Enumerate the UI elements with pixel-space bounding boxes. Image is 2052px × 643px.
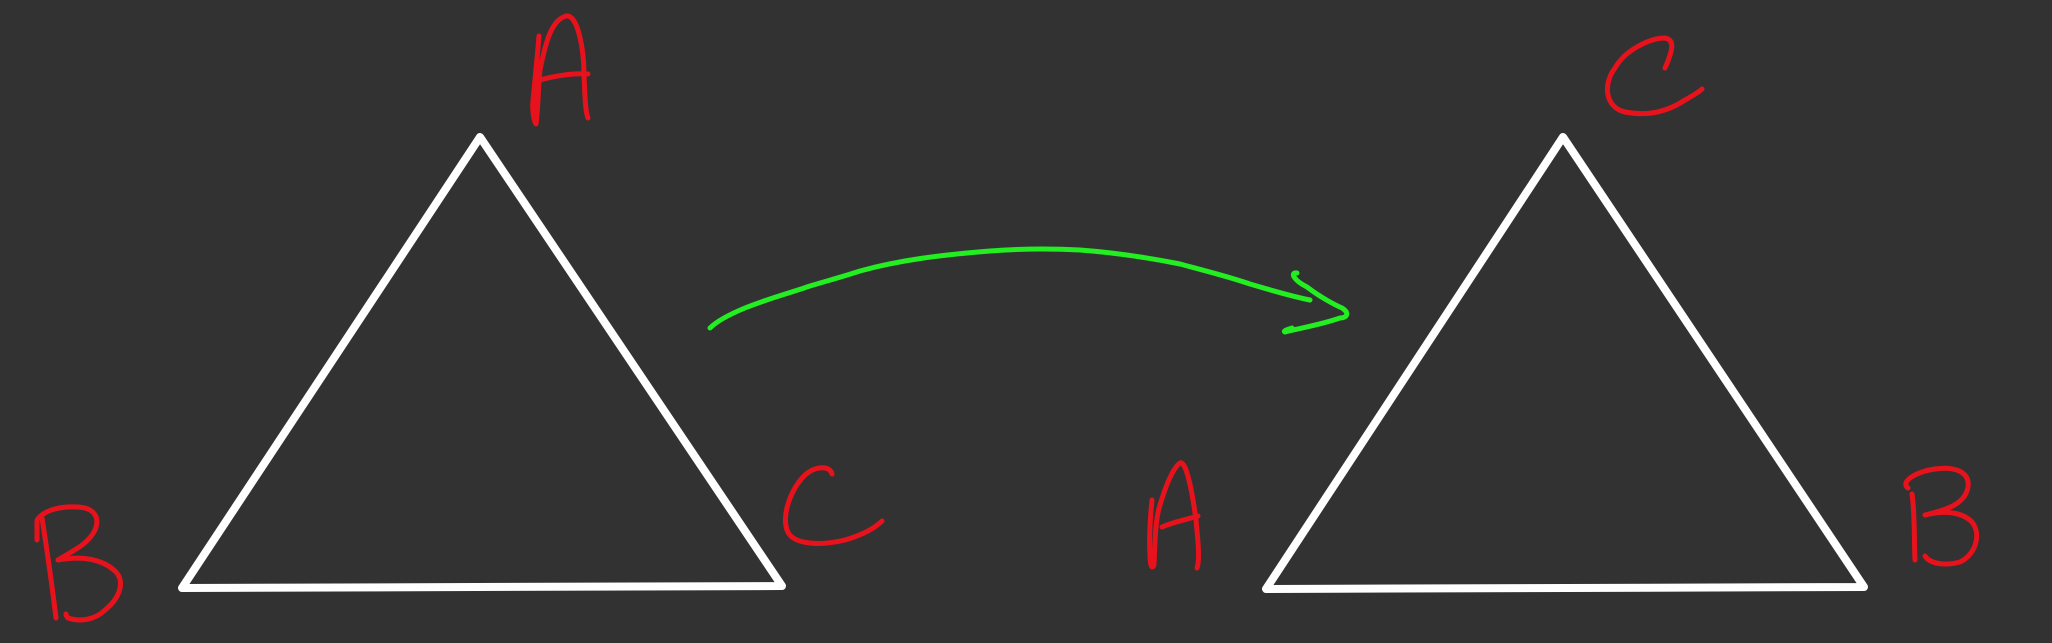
right-label-bottom-right-vertex: B [1903, 465, 1980, 567]
left-triangle: A B C [34, 13, 885, 623]
left-label-b-text: B [60, 544, 87, 590]
right-label-top-vertex: C [1605, 35, 1705, 117]
left-label-a-text: A [548, 54, 576, 100]
right-label-b-text: B [1925, 484, 1952, 530]
right-label-a-text: A [1162, 499, 1190, 545]
arrow-shaft [707, 246, 1313, 331]
left-label-top-vertex: A [530, 13, 591, 127]
left-label-bottom-right-vertex: C [783, 465, 885, 546]
left-triangle-shape [178, 133, 786, 592]
left-label-c-text: C [812, 484, 840, 530]
right-triangle-shape [1262, 133, 1868, 593]
left-label-bottom-left-vertex: B [34, 504, 123, 623]
transformation-arrow [707, 246, 1350, 335]
right-label-c-text: C [1640, 59, 1668, 105]
right-label-bottom-left-vertex: A [1147, 460, 1202, 571]
right-triangle: C A B [1147, 35, 1980, 593]
arrow-head [1281, 270, 1350, 335]
